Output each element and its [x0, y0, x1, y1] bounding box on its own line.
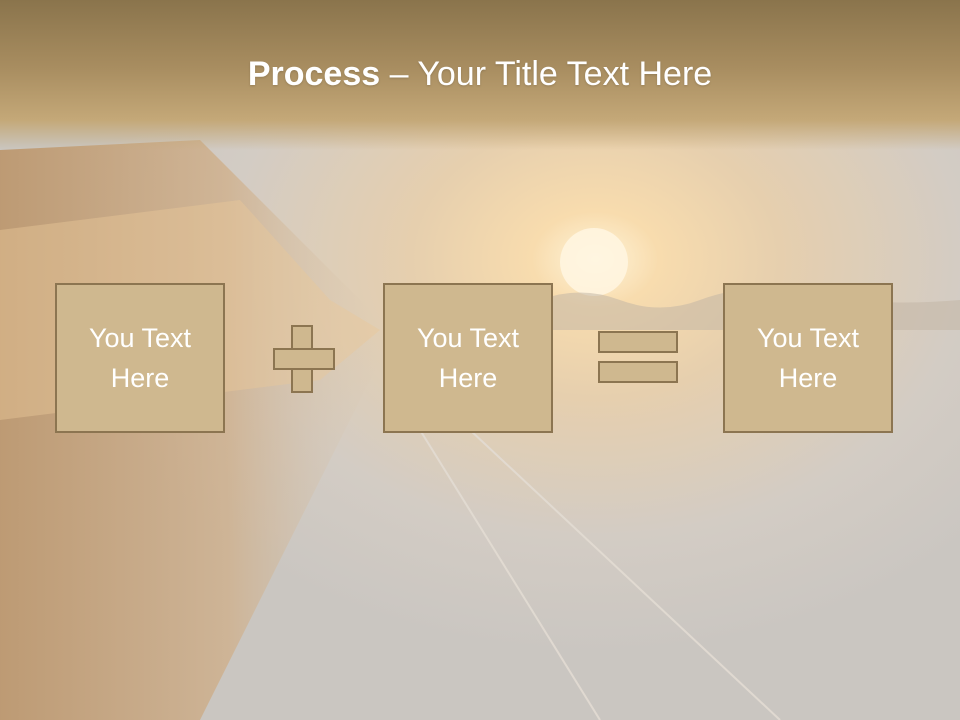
title-bold-part: Process [247, 55, 381, 93]
process-box-3-line-1: You Text [756, 323, 860, 353]
process-box-1-text: You Text Here [65, 318, 215, 398]
slide-title: Process – Your Title Text Here [0, 52, 960, 96]
title-rest-part: – Your Title Text Here [380, 55, 713, 93]
process-box-1[interactable]: You Text Here [55, 283, 225, 433]
process-box-2-text: You Text Here [393, 318, 543, 398]
process-box-2-line-1: You Text [416, 323, 520, 353]
process-box-1-line-2: Here [110, 363, 170, 393]
process-box-2-line-2: Here [438, 363, 498, 393]
process-box-2[interactable]: You Text Here [383, 283, 553, 433]
process-box-3[interactable]: You Text Here [723, 283, 893, 433]
process-box-3-line-2: Here [778, 363, 838, 393]
process-box-1-line-1: You Text [88, 323, 192, 353]
process-box-3-text: You Text Here [733, 318, 883, 398]
title-band [0, 0, 960, 150]
